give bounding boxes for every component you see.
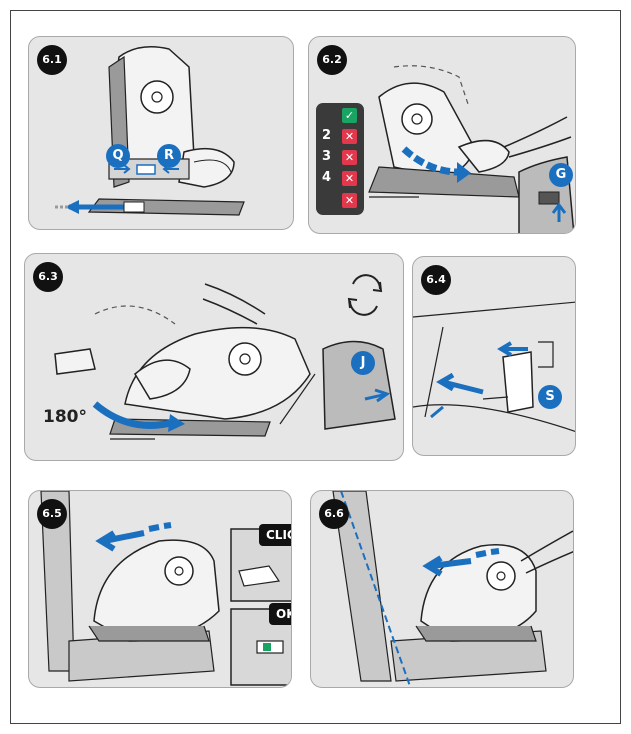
position-label: 4 — [322, 170, 332, 185]
part-badge-g: G — [549, 163, 573, 187]
illustration-6-5 — [40, 491, 291, 686]
part-badge-r: R — [157, 144, 181, 168]
illustration-6-1 — [55, 46, 245, 216]
rotate-arrows-icon — [347, 274, 383, 316]
check-icon: ✓ — [342, 108, 357, 123]
position-row: ✓ — [316, 106, 364, 126]
cross-icon: ✕ — [342, 129, 357, 144]
panel-step-6-4: 6.4 S — [412, 256, 576, 456]
position-row: 2 ✕ — [316, 127, 364, 147]
panel-step-6-1: 6.1 Q R — [28, 36, 294, 230]
click-callout: CLICK — [259, 524, 291, 546]
position-row: 4 ✕ — [316, 169, 364, 189]
panel-step-6-6: 6.6 — [310, 490, 574, 688]
panel-step-6-5: 6.5 CLICK OK — [28, 490, 292, 688]
cross-icon: ✕ — [342, 171, 357, 186]
step-number: 6.4 — [421, 265, 451, 295]
step-number: 6.5 — [37, 499, 67, 529]
step-number: 6.1 — [37, 45, 67, 75]
illustration-6-3 — [54, 274, 396, 440]
page-frame — [10, 10, 621, 724]
seat-position-list: ✓ 2 ✕ 3 ✕ 4 ✕ ✕ — [316, 103, 364, 215]
position-row: 3 ✕ — [316, 148, 364, 168]
cross-icon: ✕ — [342, 193, 357, 208]
step-number: 6.6 — [319, 499, 349, 529]
part-badge-s: S — [538, 385, 562, 409]
part-badge-j: J — [351, 351, 375, 375]
cross-icon: ✕ — [342, 150, 357, 165]
illustration-6-6 — [332, 491, 573, 687]
ok-callout: OK — [269, 603, 291, 625]
position-label: 2 — [322, 128, 332, 143]
step-number: 6.3 — [33, 262, 63, 292]
rotation-angle-label: 180° — [43, 407, 87, 427]
step-number: 6.2 — [317, 45, 347, 75]
part-badge-q: Q — [106, 144, 130, 168]
panel-step-6-3: 6.3 J 180° — [24, 253, 404, 461]
position-row: ✕ — [316, 191, 364, 211]
illustration-6-4 — [413, 301, 575, 432]
illustration-6-2 — [368, 65, 575, 233]
position-label: 3 — [322, 149, 332, 164]
